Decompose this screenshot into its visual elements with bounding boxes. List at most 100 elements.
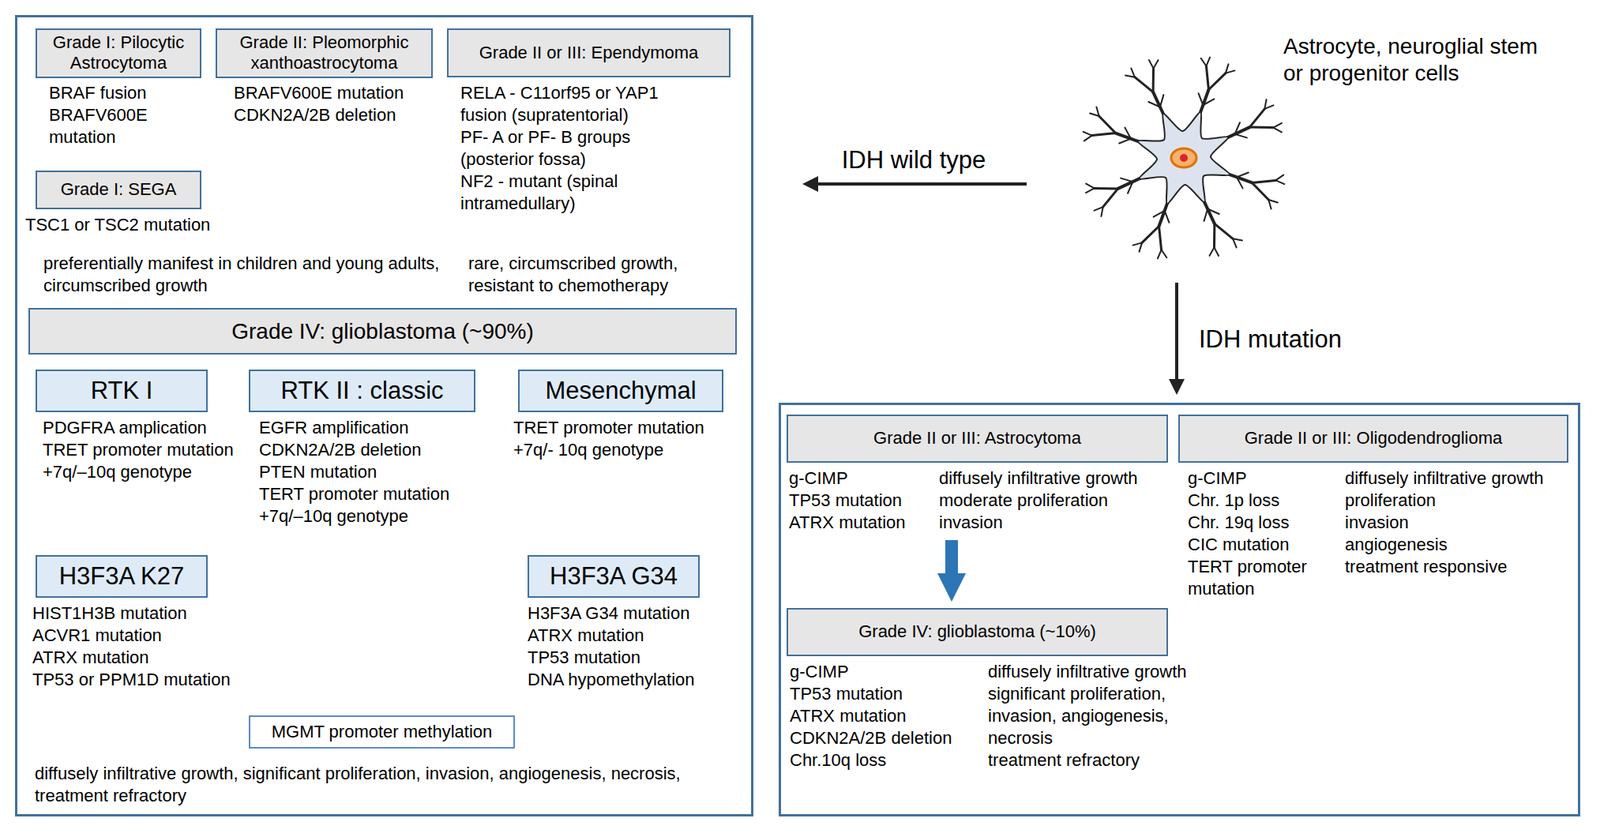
feature-item: diffusely infiltrative growth [938, 467, 1169, 490]
feature-item: ACVR1 mutation [32, 624, 262, 647]
feature-item: TERT promoter mutation [259, 483, 489, 506]
feature-item: +7q/–10q genotype [42, 461, 241, 484]
cell-label: Astrocyte, neuroglial stem or progenitor… [1283, 33, 1544, 87]
cell-label-node: Astrocyte, neuroglial stem or progenitor… [1074, 31, 1581, 277]
cell-twig [1205, 57, 1210, 67]
cell-twig [1120, 178, 1133, 182]
feature-item: BRAFV600E mutation [48, 104, 188, 149]
note-text: diffusely infiltrative growth, significa… [34, 762, 750, 808]
cell-twig [1149, 60, 1154, 69]
box-heading: Grade II or III: Oligodendroglioma [1178, 414, 1569, 463]
cell-branch [1159, 225, 1162, 250]
feature-item: treatment refractory [987, 749, 1198, 772]
cell-twig [1275, 180, 1285, 185]
feature-item: g-CIMP [1187, 467, 1323, 490]
cell-twig [1201, 58, 1207, 67]
note-text: rare, circumscribed growth, resistant to… [468, 252, 745, 297]
feature-item: CIC mutation [1187, 533, 1323, 556]
feature-item: RELA - C11orf95 or YAP1 fusion (supraten… [460, 82, 686, 127]
box-heading: Grade I: SEGA [35, 170, 202, 210]
feature-item: EGFR amplification [259, 416, 489, 440]
cell-twig [1235, 134, 1247, 138]
cell-branch [1094, 187, 1119, 190]
cell-twig [1132, 242, 1142, 245]
cell-twig [1148, 101, 1161, 107]
feature-item: DNA hypomethylation [527, 668, 733, 692]
body-column: diffusely infiltrative growthmoderate pr… [938, 467, 1169, 534]
body-column: H3F3A G34 mutationATRX mutationTP53 muta… [527, 602, 733, 692]
feature-item: TSC1 or TSC2 mutation [25, 214, 239, 237]
feature-item: PDGFRA amplication [42, 416, 241, 440]
feature-item: HIST1H3B mutation [32, 602, 262, 625]
feature-item: significant proliferation, invasion, ang… [987, 683, 1198, 750]
feature-item: TP53 or PPM1D mutation [32, 668, 262, 692]
cell-branch [1249, 126, 1274, 129]
cell-nucleus [1171, 148, 1197, 168]
feature-item: NF2 - mutant (spinal intramedullary) [460, 170, 686, 215]
feature-item: ATRX mutation [527, 624, 733, 647]
cell-twig [1236, 172, 1249, 178]
cell-twig [1202, 98, 1214, 106]
feature-item: TERT promoter mutation [1187, 555, 1323, 601]
cell-twig [1119, 138, 1131, 144]
box-heading: Grade I: Pilocytic Astrocytoma [35, 28, 202, 79]
cell-branch [1134, 77, 1154, 93]
feature-item: Chr. 19q loss [1187, 511, 1323, 534]
box-heading: H3F3A G34 [527, 555, 700, 598]
group-panel: Grade II or III: Astrocytomag-CIMPTP53 m… [778, 402, 1581, 817]
cell-twig [1124, 127, 1131, 139]
feature-item: treatment responsive [1344, 555, 1570, 579]
cell-branch [1092, 133, 1116, 136]
box-heading: Mesenchymal [518, 369, 724, 413]
body-column: HIST1H3B mutationACVR1 mutationATRX muta… [32, 602, 262, 692]
tumor-box: Grade II or III: Astrocytomag-CIMPTP53 m… [786, 414, 1169, 534]
tumor-box: H3F3A G34H3F3A G34 mutationATRX mutation… [527, 555, 700, 692]
cell-twig [1084, 135, 1093, 142]
feature-item: TP53 mutation [788, 489, 936, 512]
feature-item: invasion [1344, 511, 1570, 534]
cell-branch [1249, 108, 1265, 128]
cell-twig [1232, 238, 1237, 248]
feature-item: invasion [938, 511, 1169, 534]
feature-item: Chr. 1p loss [1187, 489, 1323, 512]
cell-twig [1160, 94, 1164, 107]
nucleolus [1179, 153, 1188, 162]
feature-item: TP53 mutation [527, 646, 733, 669]
cell-processes [1083, 57, 1285, 260]
box-heading: MGMT promoter methylation [248, 715, 515, 749]
feature-item: moderate proliferation [938, 489, 1169, 512]
tumor-box: Grade II or III: EpendymomaRELA - C11orf… [446, 28, 731, 215]
feature-item: BRAFV600E mutation [233, 82, 440, 105]
cell-twig [1213, 247, 1219, 256]
cell-branch [1214, 223, 1233, 239]
tumor-box: H3F3A K27HIST1H3B mutationACVR1 mutation… [35, 555, 208, 692]
feature-item: TRET promoter mutation [42, 439, 241, 462]
box-heading: RTK I [35, 369, 208, 413]
cell-branch [1152, 68, 1155, 93]
cell-twig [1094, 206, 1104, 211]
cell-twig [1096, 106, 1099, 117]
feature-item: PF- A or PF- B groups (posterior fossa) [460, 126, 686, 171]
note-text: preferentially manifest in children and … [43, 252, 455, 297]
cell-branch [1213, 223, 1216, 248]
cell-twig [1153, 210, 1165, 218]
body-column: diffusely infiltrative growthproliferati… [1344, 467, 1570, 579]
cell-twig [1207, 209, 1220, 215]
body-column: TRET promoter mutation+7q/- 10q genotype [513, 416, 743, 462]
astrocyte-illustration [1074, 31, 1296, 277]
group-panel: preferentially manifest in children and … [15, 15, 754, 817]
cell-twig [1164, 210, 1170, 223]
cell-twig [1273, 123, 1282, 128]
feature-item: ATRX mutation [788, 511, 936, 534]
feature-item: BRAF fusion [48, 82, 188, 105]
cell-body [1138, 112, 1231, 205]
cell-twig [1153, 60, 1159, 68]
feature-item: angiogenesis [1344, 533, 1570, 556]
lineage-arrow [818, 182, 1027, 186]
body-column: g-CIMPTP53 mutationATRX mutationCDKN2A/2… [789, 661, 980, 772]
box-heading: H3F3A K27 [35, 555, 208, 598]
tumor-box: RTK II : classicEGFR amplificationCDKN2A… [248, 369, 476, 528]
box-heading: Grade II or III: Ependymoma [446, 28, 731, 78]
feature-item: CDKN2A/2B deletion [259, 439, 489, 462]
cell-twig [1235, 122, 1240, 135]
